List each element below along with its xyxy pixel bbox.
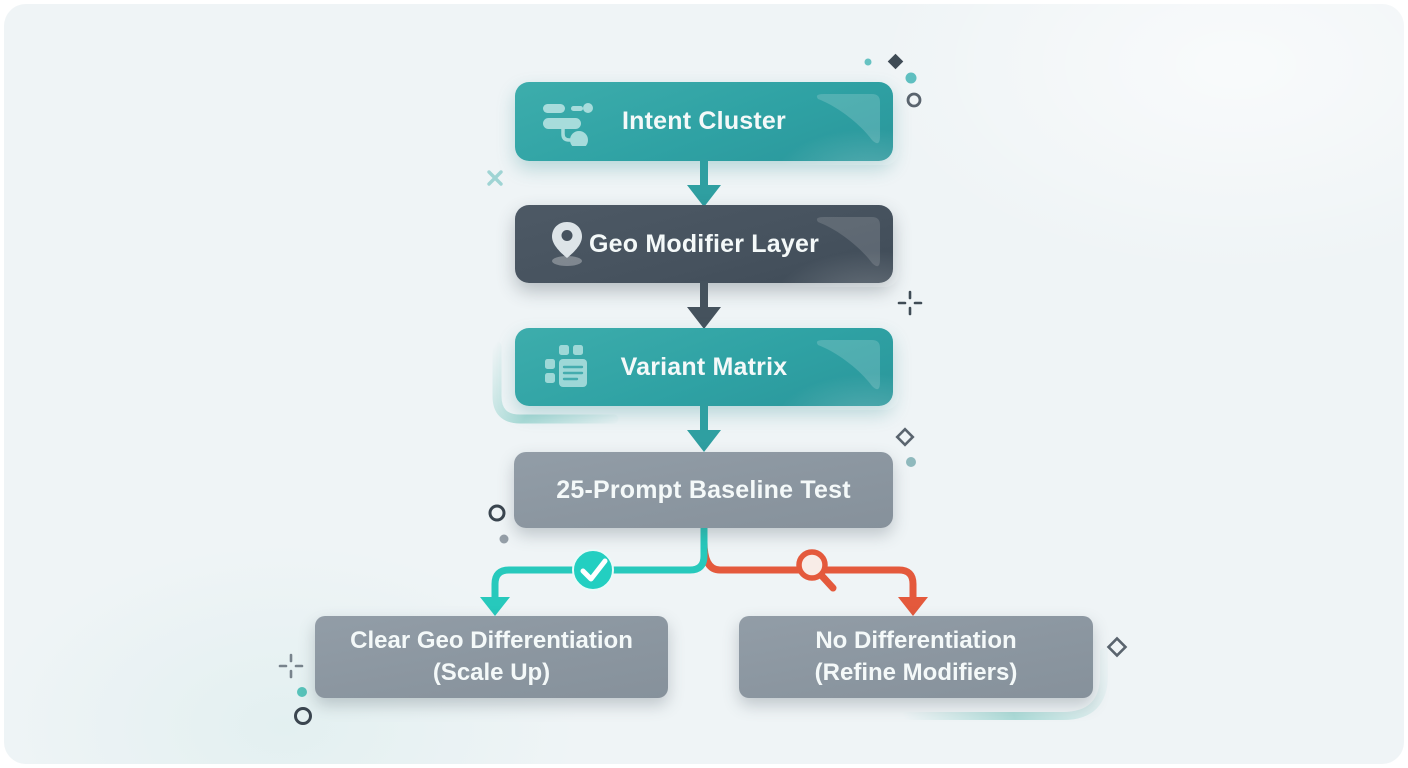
- node-label-line1: Clear Geo Differentiation: [350, 627, 633, 654]
- arrow-stem: [700, 404, 708, 432]
- corner-sail-decoration: [816, 94, 880, 144]
- node-refine-modifiers: No Differentiation (Refine Modifiers): [739, 616, 1093, 698]
- node-baseline-test: 25-Prompt Baseline Test: [514, 452, 893, 528]
- node-label: Intent Cluster: [622, 107, 786, 135]
- node-scale-up: Clear Geo Differentiation (Scale Up): [315, 616, 668, 698]
- connector-arrow-down: [686, 404, 722, 452]
- arrow-head: [687, 430, 721, 452]
- location-pin-icon: [552, 222, 582, 266]
- node-label: 25-Prompt Baseline Test: [556, 475, 851, 504]
- node-label: Variant Matrix: [620, 352, 788, 381]
- node-intent-cluster: Intent Cluster: [515, 82, 899, 165]
- node-label: Geo Modifier Layer: [588, 229, 820, 258]
- node-geo-modifier-layer: Geo Modifier Layer: [515, 205, 899, 287]
- node-label-line1: No Differentiation: [815, 627, 1017, 654]
- connector-arrow-down: [686, 159, 722, 207]
- arrow-stem: [700, 159, 708, 187]
- node-label-line2: (Refine Modifiers): [814, 659, 1018, 686]
- cluster-icon: [543, 102, 593, 146]
- node-label-line2: (Scale Up): [432, 659, 551, 686]
- arrow-head: [687, 185, 721, 207]
- matrix-grid-icon: [545, 345, 587, 387]
- corner-sail-decoration: [816, 217, 880, 267]
- arrow-head: [687, 307, 721, 329]
- corner-sail-decoration: [816, 340, 880, 390]
- arrow-stem: [700, 281, 708, 309]
- node-variant-matrix: Variant Matrix: [515, 328, 899, 410]
- connector-arrow-down: [686, 281, 722, 329]
